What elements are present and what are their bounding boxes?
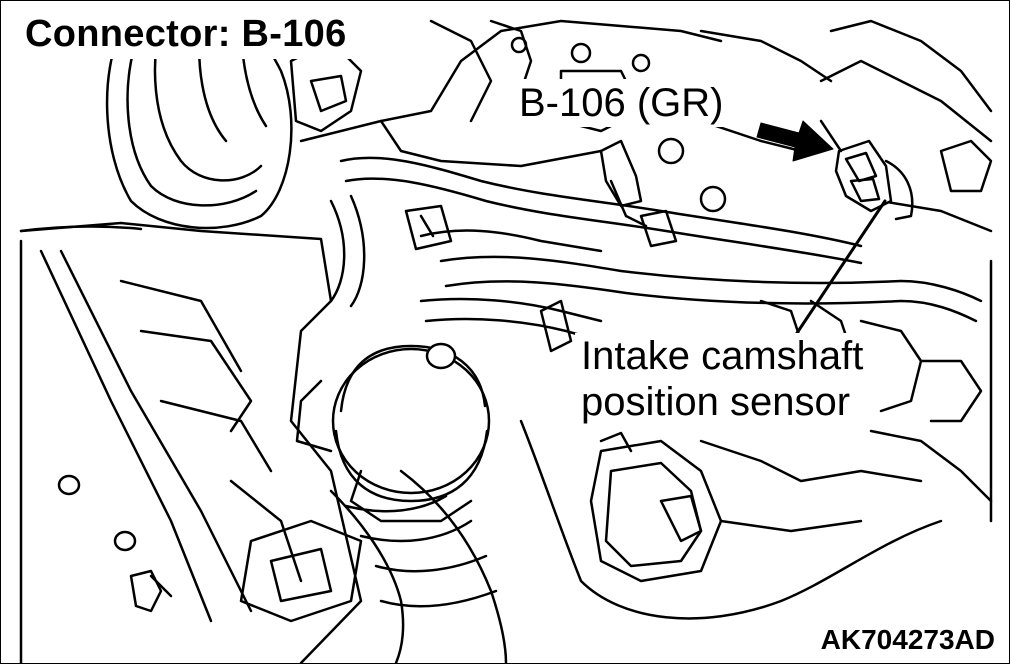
lower-right-component <box>519 419 943 620</box>
sensor-callout: Intake camshaft position sensor <box>575 333 870 425</box>
radiator-cap <box>295 342 491 523</box>
sensor-callout-line-2: position sensor <box>581 380 851 424</box>
sensor-callout-line-1: Intake camshaft <box>581 334 864 378</box>
fuel-pipes <box>329 156 983 343</box>
left-bay-panel <box>19 221 363 663</box>
lower-hose <box>239 469 508 663</box>
figure-code: AK704273AD <box>816 623 999 657</box>
pointer-arrow <box>756 120 834 162</box>
page-title: Connector: B-106 <box>21 11 353 59</box>
pipe-clips <box>404 139 678 353</box>
connector-callout: B-106 (GR) <box>513 79 730 127</box>
leader-line <box>791 199 887 341</box>
right-engine-block <box>759 19 993 523</box>
